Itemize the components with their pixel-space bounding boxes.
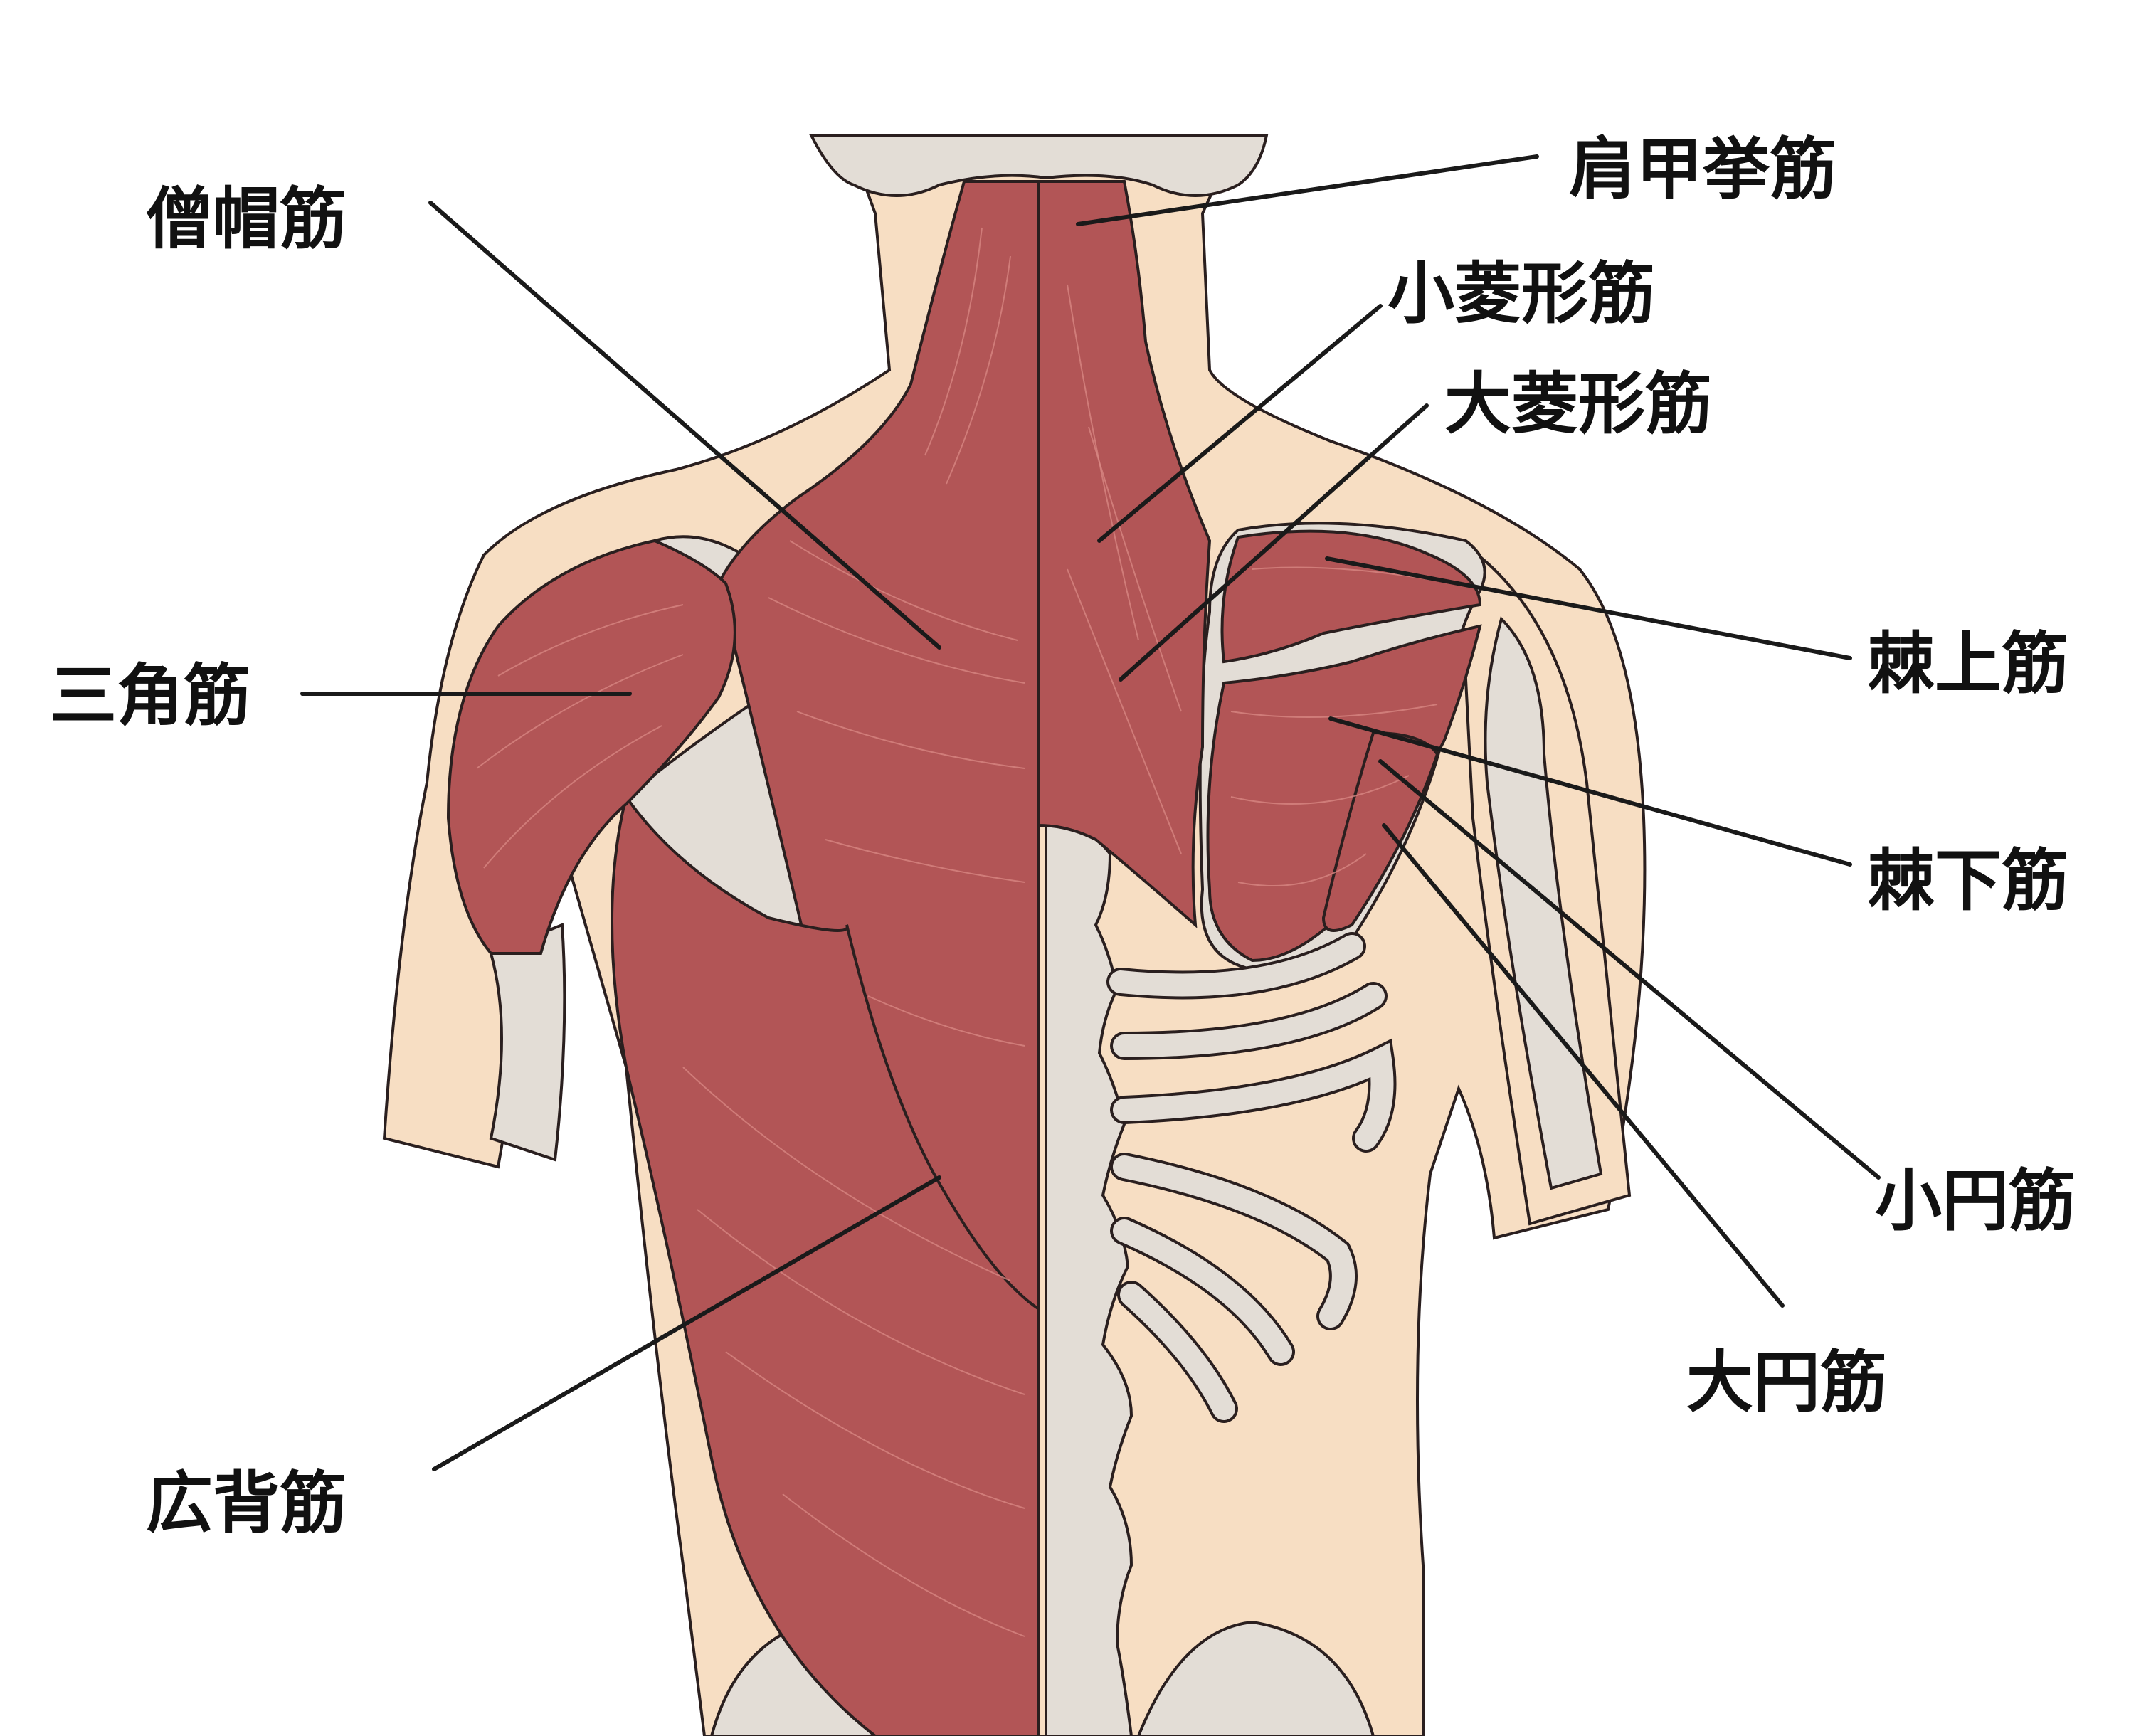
rib-5-fill [1113,1219,1292,1363]
fiber [1237,853,1367,886]
deltoid-muscle [446,539,736,955]
rib-3-fill [1113,1042,1394,1150]
label-infraspinatus: 棘下筋 [1868,842,2068,920]
muscles [446,180,1482,1736]
fiber [796,711,1025,769]
muscle-fibers [476,227,1452,1637]
label-latissimus: 広背筋 [146,1465,347,1542]
label-deltoid: 三角筋 [50,657,250,735]
label-trapezius: 僧帽筋 [146,181,347,258]
fiber [768,597,1025,684]
fiber [476,654,684,769]
leader-teres-major [1382,823,1785,1308]
leader-levator-scapulae [1076,154,1539,226]
label-levator-scapulae: 肩甲挙筋 [1569,131,1836,208]
fiber [789,540,1018,641]
rib-2-fill [1113,985,1385,1057]
skull-base [808,134,1269,197]
fiber [867,995,1025,1047]
fiber [1230,775,1410,805]
label-supraspinatus: 棘上筋 [1868,625,2068,703]
labels: 僧帽筋 三角筋 広背筋 肩甲挙筋 小菱形筋 大菱形筋 棘上筋 棘下筋 小円筋 大… [50,131,2076,1542]
fiber [825,839,1025,883]
fiber [1067,568,1182,854]
rib-1-fill [1109,935,1363,997]
fiber [946,255,1011,485]
label-rhomboid-major: 大菱形筋 [1444,366,1712,443]
supraspinatus-muscle [1220,529,1482,664]
label-rhomboid-minor: 小菱形筋 [1388,255,1655,333]
fiber [697,1209,1025,1395]
leader-rhomboid-major [1119,403,1429,682]
spine [1045,816,1133,1736]
leader-infraspinatus [1328,716,1852,867]
fiber [1088,426,1182,712]
fiber [682,1067,1011,1281]
left-humerus [489,923,566,1162]
right-pelvis [1136,1620,1375,1736]
leader-lines [300,154,1881,1471]
rib-4-fill [1113,1155,1355,1328]
label-teres-minor: 小円筋 [1875,1163,2076,1240]
label-teres-major: 大円筋 [1686,1344,1887,1422]
fiber [924,227,983,456]
fiber [497,604,684,677]
rib-6-fill [1120,1284,1235,1420]
leader-trapezius [428,201,941,650]
fiber [483,725,662,869]
leader-supraspinatus [1325,556,1852,660]
right-ribs-fill [1109,935,1394,1420]
leader-teres-minor [1378,759,1881,1180]
fiber [1230,704,1438,718]
leader-latissimus [432,1175,941,1471]
leader-rhomboid-minor [1097,304,1383,543]
fiber [782,1493,1025,1637]
fiber [725,1351,1025,1509]
